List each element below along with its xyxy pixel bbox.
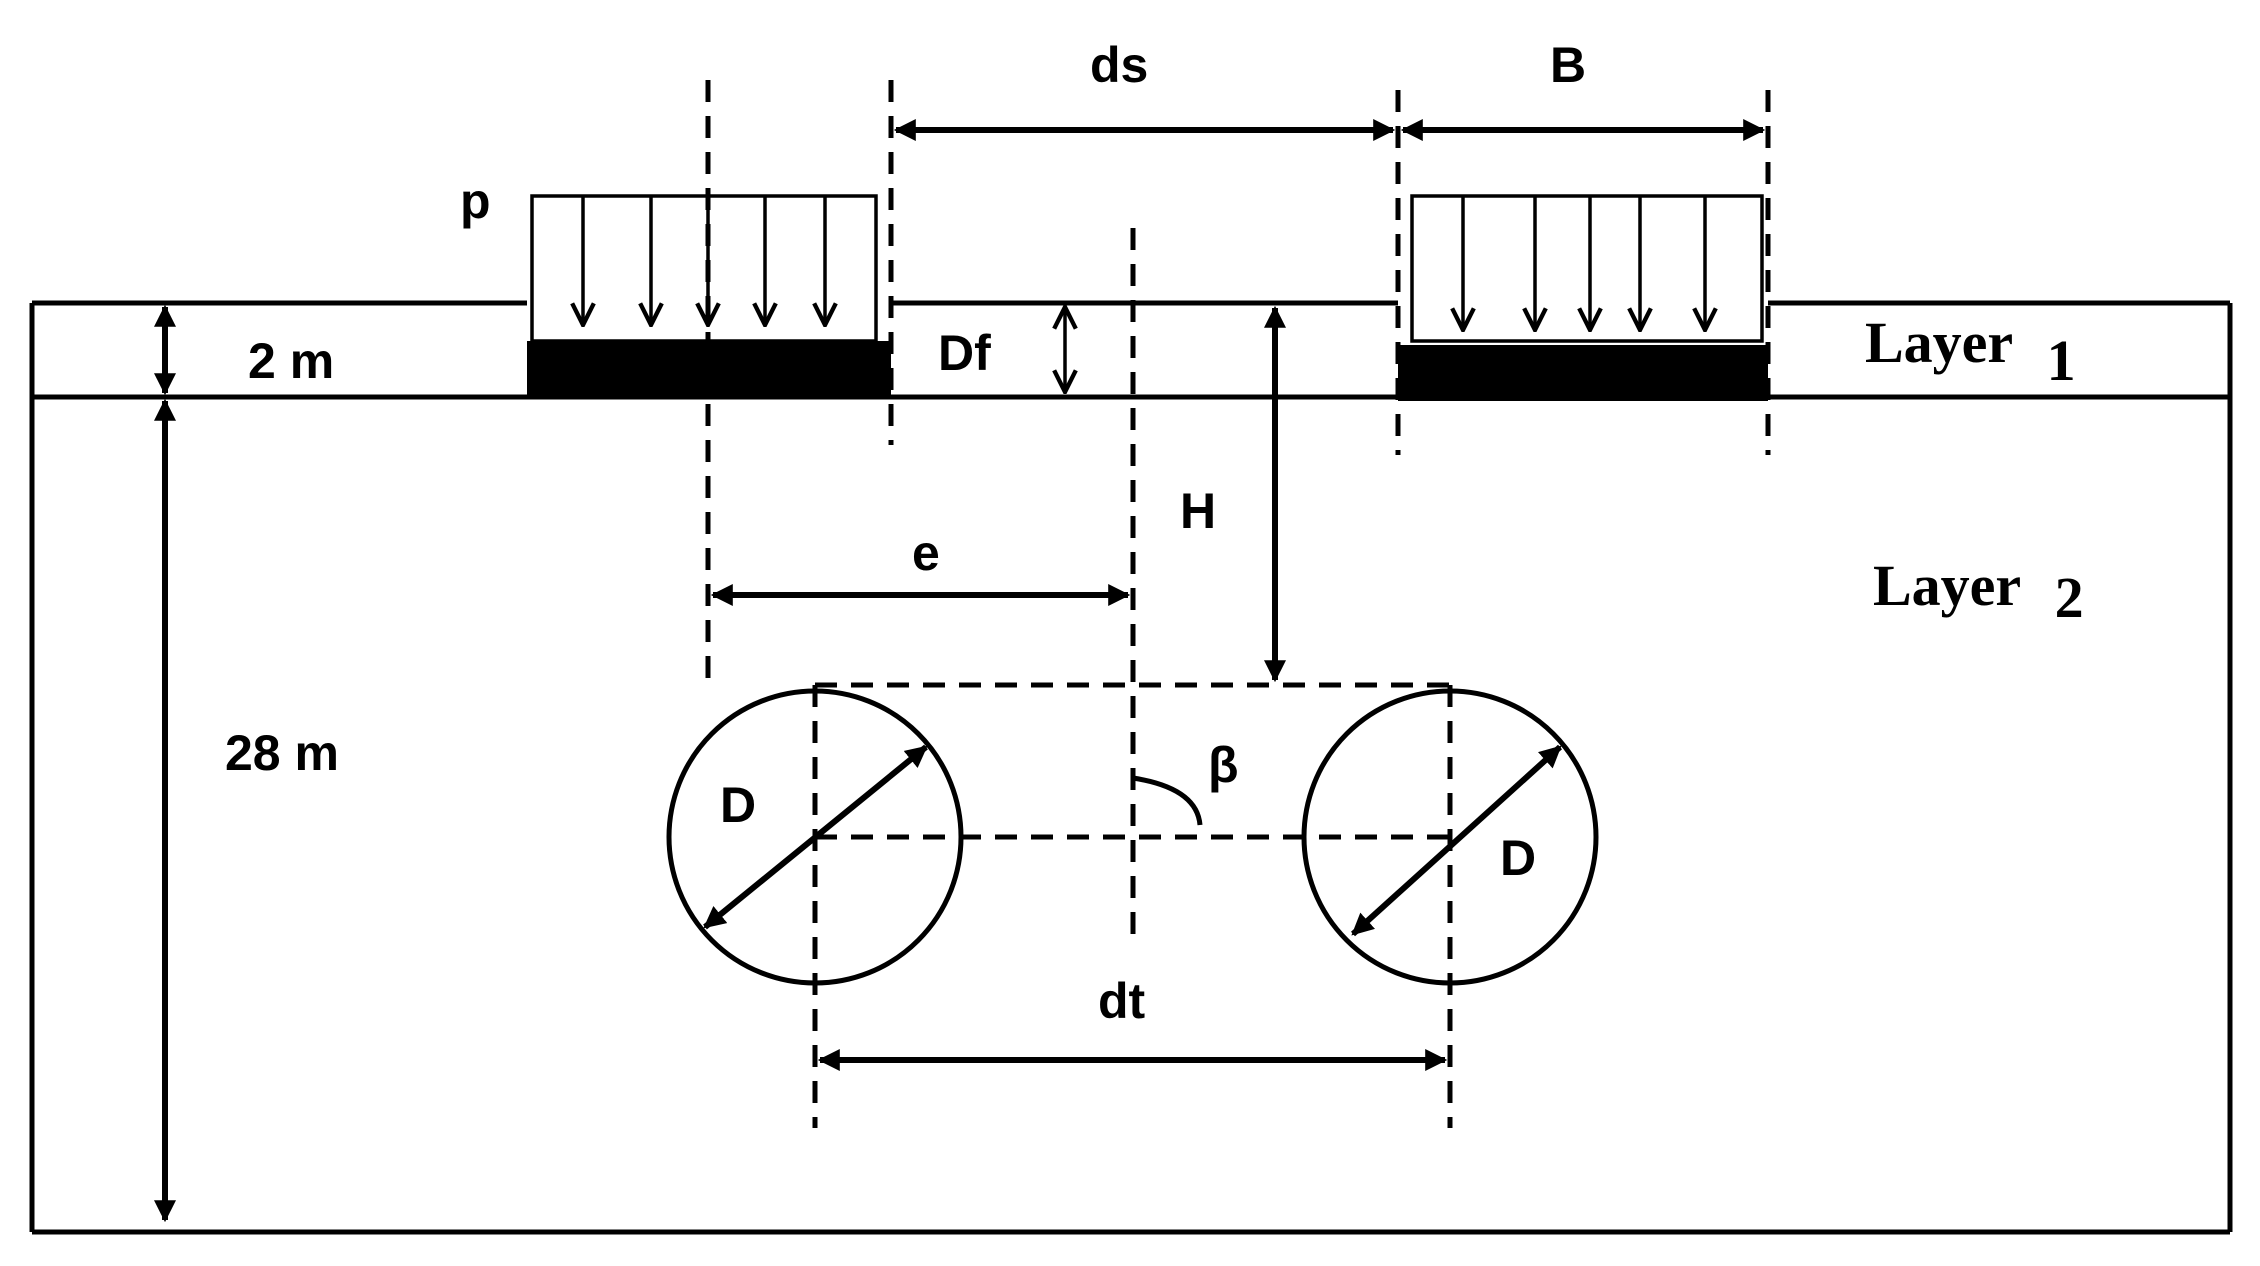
right-diameter-arrow bbox=[1350, 744, 1563, 937]
layer1-label: Layer 1 bbox=[1865, 310, 2076, 393]
angle-label: β bbox=[1208, 737, 1239, 793]
soil-domain bbox=[29, 300, 2233, 1235]
left-load-arrows bbox=[583, 196, 825, 325]
right-load-arrows bbox=[1463, 196, 1705, 330]
ds-dimension: ds bbox=[893, 37, 1396, 141]
dt-label: dt bbox=[1098, 973, 1146, 1029]
tunnels: D D β bbox=[666, 688, 1599, 986]
right-tunnel bbox=[1301, 688, 1599, 986]
h-dimension: H bbox=[1180, 305, 1286, 683]
angle-arc bbox=[1132, 775, 1203, 826]
load-label: p bbox=[460, 173, 491, 229]
b-dimension: B bbox=[1400, 37, 1766, 141]
ds-label: ds bbox=[1090, 37, 1148, 93]
layer1-thickness-label: 2 m bbox=[248, 333, 334, 389]
layer-labels: Layer 1 Layer 2 bbox=[1865, 310, 2084, 630]
right-footing bbox=[1398, 345, 1768, 401]
layer2-name: Layer bbox=[1873, 553, 2020, 618]
layer1-thickness-dimension: 2 m bbox=[154, 304, 334, 396]
right-diameter-label: D bbox=[1500, 830, 1536, 886]
layer2-thickness-label: 28 m bbox=[225, 725, 339, 781]
left-diameter-label: D bbox=[720, 777, 756, 833]
left-diameter-arrow bbox=[703, 744, 928, 930]
left-load-block bbox=[530, 194, 878, 343]
df-label: Df bbox=[938, 325, 991, 381]
layer2-thickness-dimension: 28 m bbox=[154, 398, 339, 1223]
h-label: H bbox=[1180, 483, 1216, 539]
left-tunnel bbox=[666, 688, 964, 986]
layer1-number: 1 bbox=[2047, 328, 2076, 393]
left-footing-group: p bbox=[460, 173, 891, 397]
layer2-label: Layer 2 bbox=[1873, 553, 2084, 630]
layer1-name: Layer bbox=[1865, 310, 2012, 375]
right-load-block bbox=[1410, 194, 1764, 343]
right-footing-group bbox=[1398, 194, 1768, 401]
b-label: B bbox=[1550, 37, 1586, 93]
e-dimension: e bbox=[710, 525, 1131, 606]
df-dimension: Df bbox=[938, 307, 1065, 392]
e-label: e bbox=[912, 525, 940, 581]
layer2-number: 2 bbox=[2055, 565, 2084, 630]
dt-dimension: dt bbox=[817, 973, 1448, 1071]
